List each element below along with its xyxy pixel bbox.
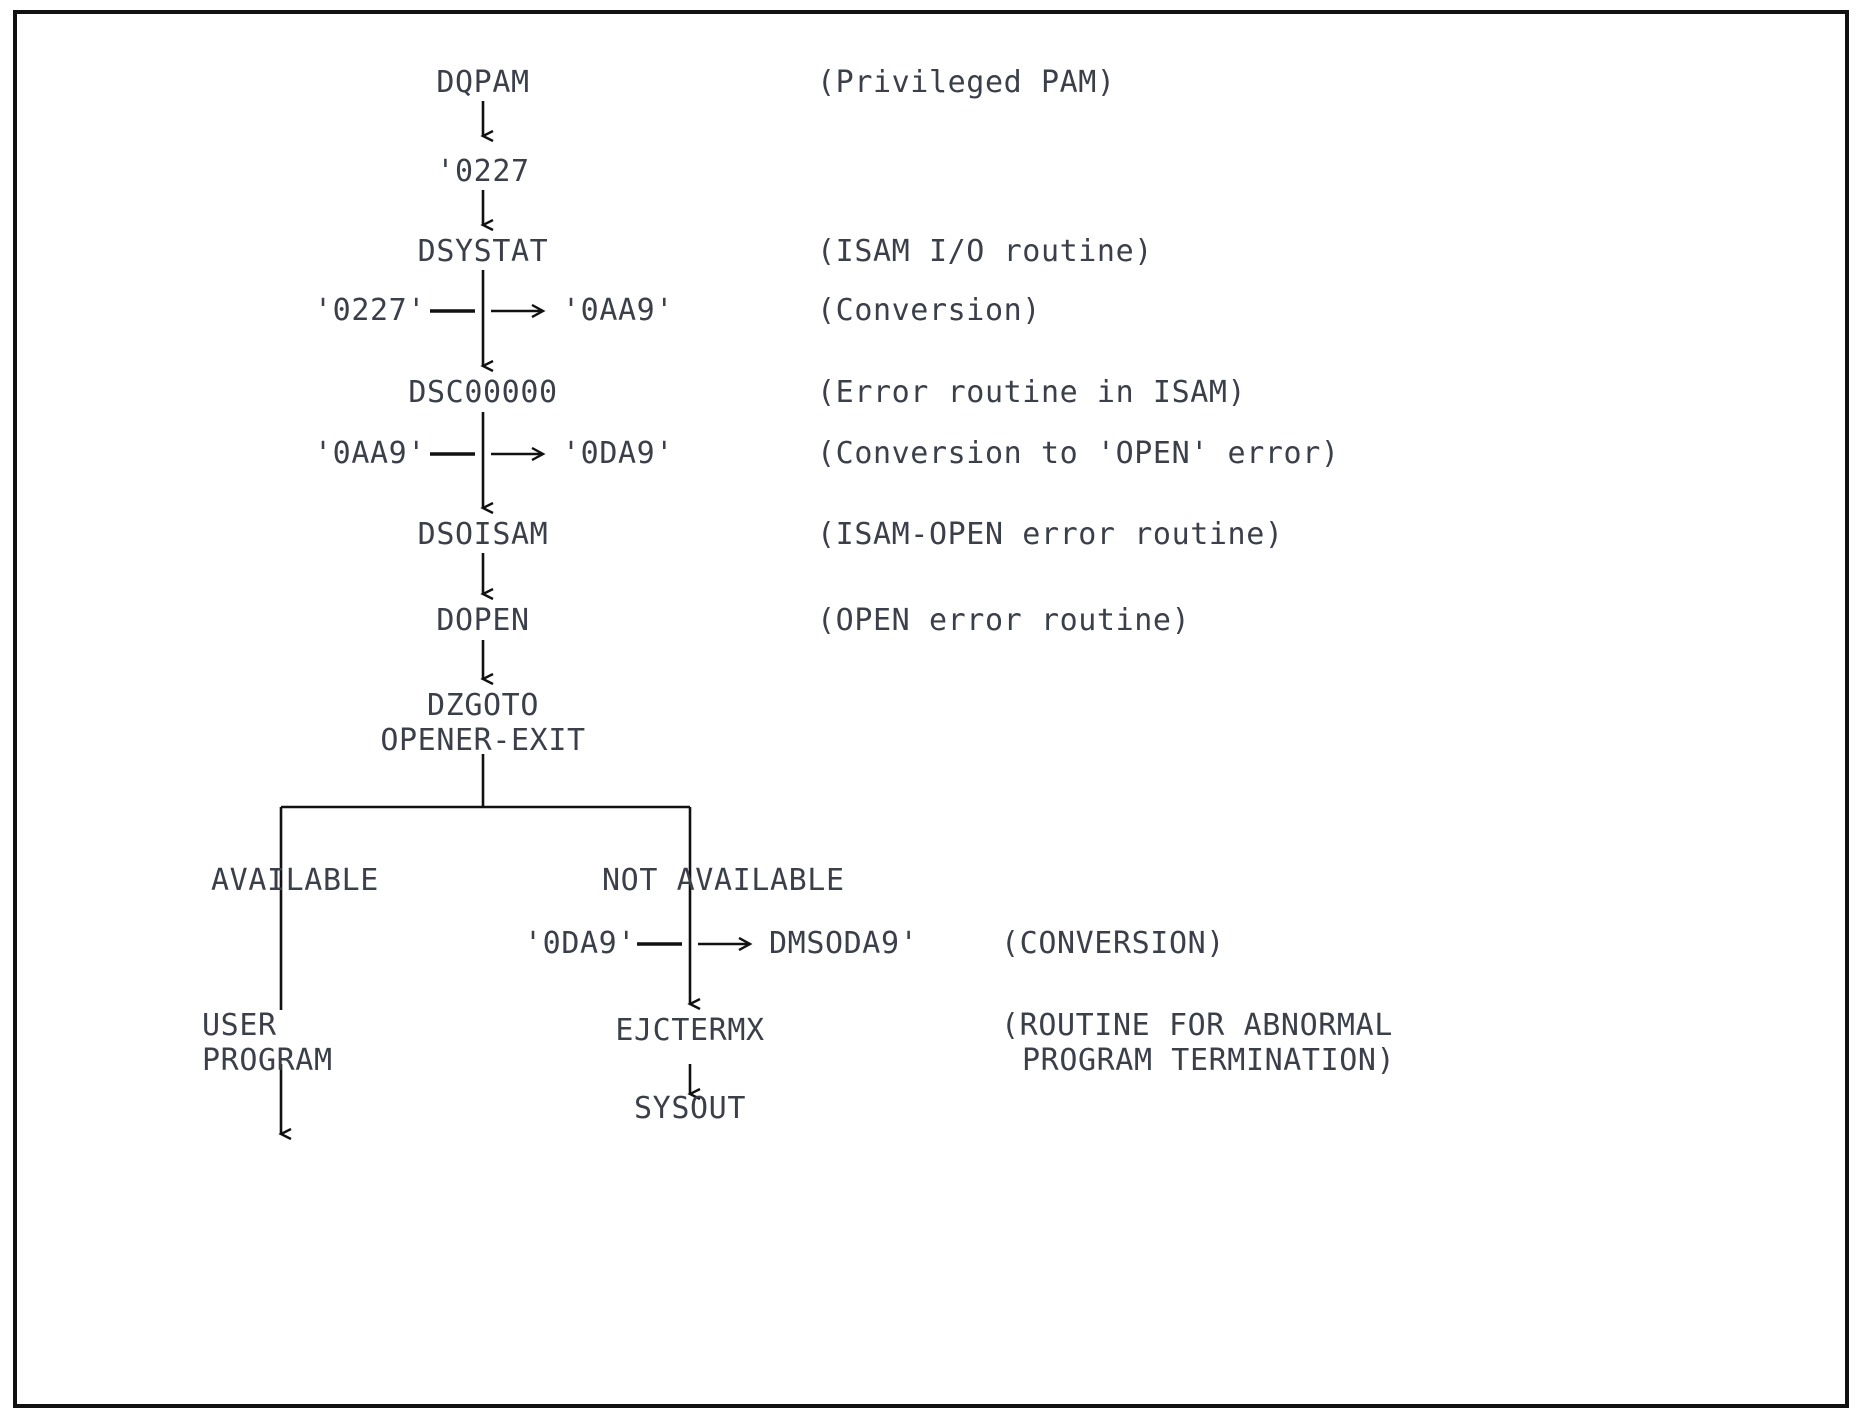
node-conv3-target-code: DMSODA9' xyxy=(769,926,919,961)
node-conv2-target-code: '0DA9' xyxy=(562,436,674,471)
node-conv3-source-code: '0DA9' xyxy=(524,926,636,961)
annotation-conversion-caps: (CONVERSION) xyxy=(1001,926,1225,961)
node-ejctermx: EJCTERMX xyxy=(615,1013,765,1048)
annotation-conversion: (Conversion) xyxy=(817,293,1041,328)
diagram-frame: DQPAM '0227 DSYSTAT '0227' '0AA9' DSC000… xyxy=(13,10,1849,1408)
node-program: PROGRAM xyxy=(202,1043,333,1078)
node-dqpam: DQPAM xyxy=(436,65,530,100)
annotation-abnormal-termination-line2: PROGRAM TERMINATION) xyxy=(1022,1043,1396,1078)
annotation-isam-open-error-routine: (ISAM-OPEN error routine) xyxy=(817,517,1284,552)
node-user: USER xyxy=(202,1008,277,1043)
node-code-0227: '0227 xyxy=(436,154,530,189)
node-dopen: DOPEN xyxy=(436,603,530,638)
annotation-isam-io-routine: (ISAM I/O routine) xyxy=(817,234,1153,269)
annotation-open-error-routine: (OPEN error routine) xyxy=(817,603,1191,638)
annotation-abnormal-termination-line1: (ROUTINE FOR ABNORMAL xyxy=(1001,1008,1393,1043)
node-opener-exit: OPENER-EXIT xyxy=(380,723,586,758)
node-dsystat: DSYSTAT xyxy=(417,234,549,269)
flow-connector-lines xyxy=(17,101,1853,1412)
branch-label-not-available: NOT AVAILABLE xyxy=(602,863,845,898)
node-sysout: SYSOUT xyxy=(634,1091,746,1126)
node-dsoisam: DSOISAM xyxy=(417,517,549,552)
node-conv1-target-code: '0AA9' xyxy=(562,293,674,328)
node-dsc00000: DSC00000 xyxy=(408,375,558,410)
node-conv1-source-code: '0227' xyxy=(314,293,426,328)
node-dzgoto: DZGOTO xyxy=(427,688,539,723)
annotation-privileged-pam: (Privileged PAM) xyxy=(817,65,1116,100)
annotation-error-routine-isam: (Error routine in ISAM) xyxy=(817,375,1247,410)
branch-label-available: AVAILABLE xyxy=(211,863,379,898)
annotation-conversion-open-error: (Conversion to 'OPEN' error) xyxy=(817,436,1340,471)
node-conv2-source-code: '0AA9' xyxy=(314,436,426,471)
